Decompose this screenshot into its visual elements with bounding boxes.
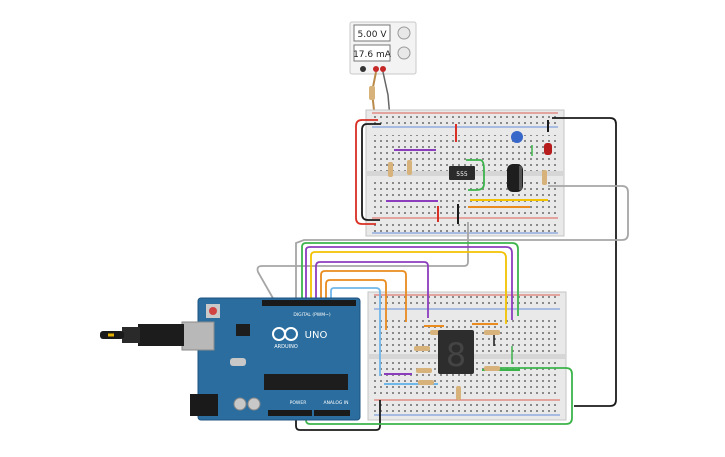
arduino-uno-board[interactable]: DIGITAL (PWM~) POWER ANALOG IN ARDUINO U… — [100, 297, 361, 421]
supply-terminal-positive[interactable] — [373, 66, 379, 72]
resistor-bottom-3[interactable] — [414, 346, 430, 351]
wire-gray-long[interactable] — [295, 185, 629, 300]
supply-series-resistor[interactable] — [369, 86, 375, 100]
wire-red-left-loop[interactable] — [355, 119, 378, 225]
wire-purple-d10[interactable] — [315, 261, 429, 318]
resistor-bottom-2[interactable] — [484, 330, 500, 335]
power-supply[interactable]: 5.00 V 17.6 mA — [349, 21, 417, 75]
resistor-top-3[interactable] — [542, 170, 547, 185]
segment-digit: 8 — [446, 336, 466, 374]
atmega-chip — [264, 374, 348, 390]
voltage-readout: 5.00 V — [357, 30, 387, 40]
supply-terminal-positive-2[interactable] — [380, 66, 386, 72]
wire-gray-arduino[interactable] — [256, 222, 469, 301]
reset-button[interactable] — [209, 307, 217, 315]
electrolytic-capacitor[interactable] — [507, 164, 523, 192]
capacitor-1 — [233, 397, 247, 411]
seven-segment-display[interactable]: 8 — [438, 330, 474, 374]
digital-header[interactable] — [262, 300, 356, 306]
power-label: POWER — [290, 400, 307, 406]
supply-terminal-ground[interactable] — [360, 66, 366, 72]
capacitor-2 — [247, 397, 261, 411]
wire-black-right-long[interactable] — [552, 117, 617, 407]
resistor-bottom-4[interactable] — [484, 366, 500, 371]
crystal-oscillator — [230, 358, 246, 366]
analog-header[interactable] — [314, 410, 350, 416]
wire-blue-d7[interactable] — [330, 287, 381, 376]
resistor-bottom-5[interactable] — [416, 368, 432, 373]
power-header[interactable] — [268, 410, 312, 416]
voltage-knob[interactable] — [397, 26, 411, 40]
wire-black-gnd[interactable] — [295, 400, 381, 431]
resistor-bottom-7[interactable] — [456, 386, 461, 400]
usb-plug[interactable] — [138, 324, 184, 346]
resistor-top-2[interactable] — [407, 160, 412, 175]
wire-yellow-d11[interactable] — [310, 251, 507, 324]
wire-green-bottom-loop[interactable] — [305, 367, 573, 425]
arduino-logo-icon — [272, 327, 298, 341]
timer-555-chip[interactable]: 555 — [449, 166, 475, 180]
resistor-bottom-6[interactable] — [418, 380, 434, 385]
usb-chip — [236, 324, 250, 336]
jumper-green-top[interactable] — [466, 159, 485, 191]
ceramic-capacitor[interactable] — [511, 131, 523, 143]
arduino-model: UNO — [305, 330, 328, 341]
red-led[interactable] — [544, 143, 552, 155]
wire-purple-d12[interactable] — [305, 246, 513, 320]
analog-label: ANALOG IN — [323, 400, 348, 406]
wire-black-left-loop[interactable] — [361, 123, 381, 221]
digital-header-label: DIGITAL (PWM~) — [293, 312, 331, 318]
dc-power-jack[interactable] — [190, 394, 218, 416]
usb-port[interactable] — [181, 321, 215, 351]
chip-label: 555 — [456, 171, 468, 178]
current-readout: 17.6 mA — [353, 50, 392, 60]
resistor-top-1[interactable] — [388, 162, 393, 177]
wire-orange-d8[interactable] — [325, 279, 387, 330]
arduino-brand: ARDUINO — [274, 344, 298, 350]
current-knob[interactable] — [397, 46, 411, 60]
wire-green-d13[interactable] — [301, 242, 519, 316]
wire-orange-d9[interactable] — [320, 270, 407, 322]
